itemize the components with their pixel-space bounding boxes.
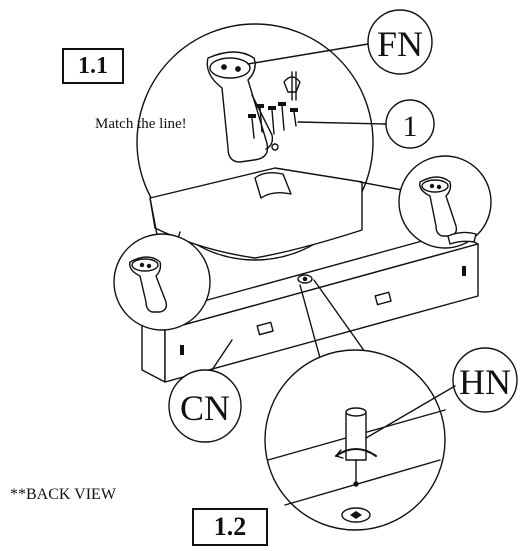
zoom-circle-left <box>113 233 211 331</box>
hn-label: HN <box>459 362 511 402</box>
match-line-note: Match the line! <box>95 116 187 132</box>
leader-line-d <box>313 279 366 353</box>
slot-right <box>374 291 392 306</box>
step-1-1-text: 1.1 <box>78 53 108 79</box>
zoom-circle-1-2 <box>264 349 446 531</box>
cn-label: CN <box>180 388 230 428</box>
zoom-circle-1-1 <box>136 23 374 261</box>
slot-left <box>256 321 274 336</box>
center-hole <box>297 274 313 284</box>
step-1-2-text: 1.2 <box>213 512 247 541</box>
callout-fn <box>247 9 433 75</box>
zoom-circle-right <box>398 155 492 249</box>
part-1-label: 1 <box>403 110 418 143</box>
leader-line-c <box>299 284 321 359</box>
fn-label: FN <box>377 24 423 64</box>
callout-1 <box>297 99 435 149</box>
screws <box>248 102 298 139</box>
step-label-1-1: 1.1 <box>62 48 124 84</box>
callout-cn <box>168 339 242 443</box>
fan-washer <box>341 507 371 523</box>
callout-hn <box>365 347 518 439</box>
step-label-1-2: 1.2 <box>192 508 268 546</box>
back-view-note: **BACK VIEW <box>10 486 116 503</box>
